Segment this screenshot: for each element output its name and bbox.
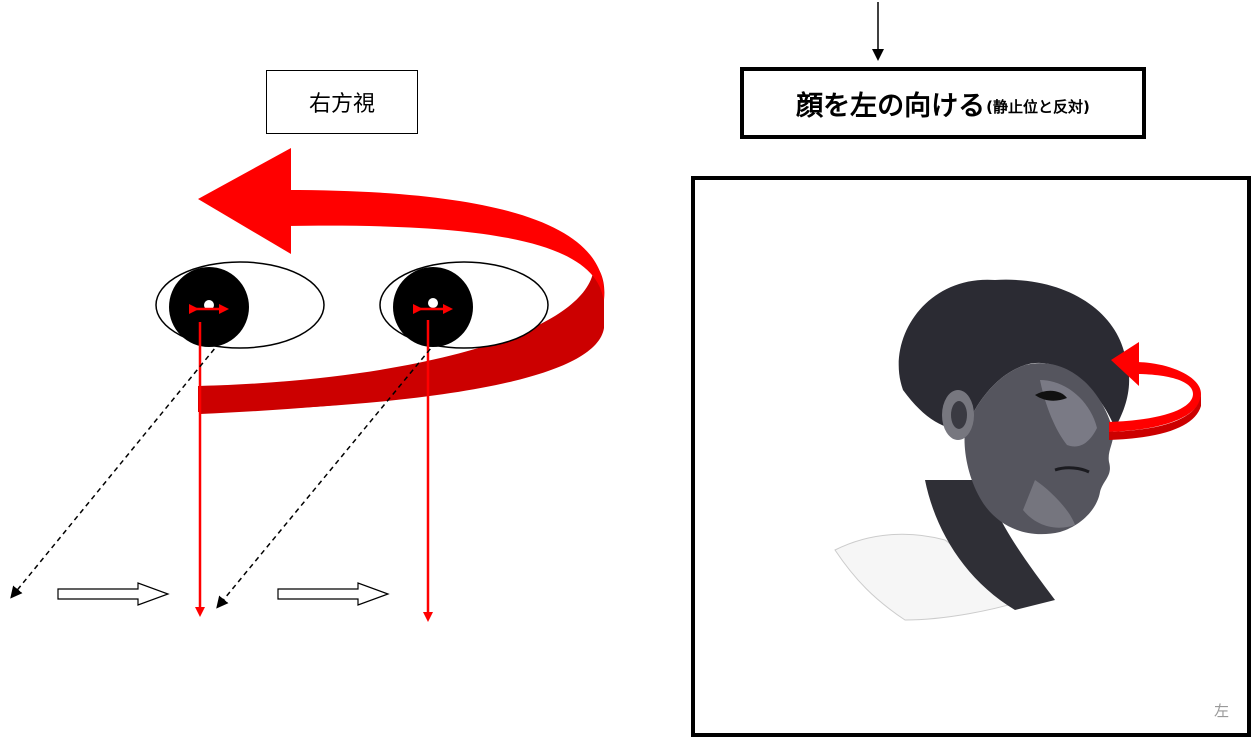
instruction-note-text: (静止位と反対): [986, 97, 1090, 116]
gaze-direction-label: 右方視: [266, 70, 418, 134]
gaze-direction-text: 右方視: [308, 92, 375, 117]
dashed-arrow-icon: [216, 341, 437, 609]
face-photo-frame: 左: [691, 176, 1251, 737]
instruction-main-text: 顔を左の向ける: [796, 90, 986, 122]
child-face-image: [834, 279, 1201, 621]
hollow-arrow-icon: [277, 582, 390, 606]
curved-rotation-arrow-icon: [1109, 342, 1201, 440]
dashed-arrow-icon: [10, 341, 221, 599]
right-eye-icon: [379, 261, 549, 349]
photo-corner-mark: 左: [1213, 702, 1229, 720]
instruction-label: 顔を左の向ける(静止位と反対): [740, 67, 1146, 139]
curved-arrow-shaft: [198, 296, 604, 412]
hollow-arrow-icon: [57, 582, 170, 606]
left-eye-icon: [155, 261, 325, 349]
